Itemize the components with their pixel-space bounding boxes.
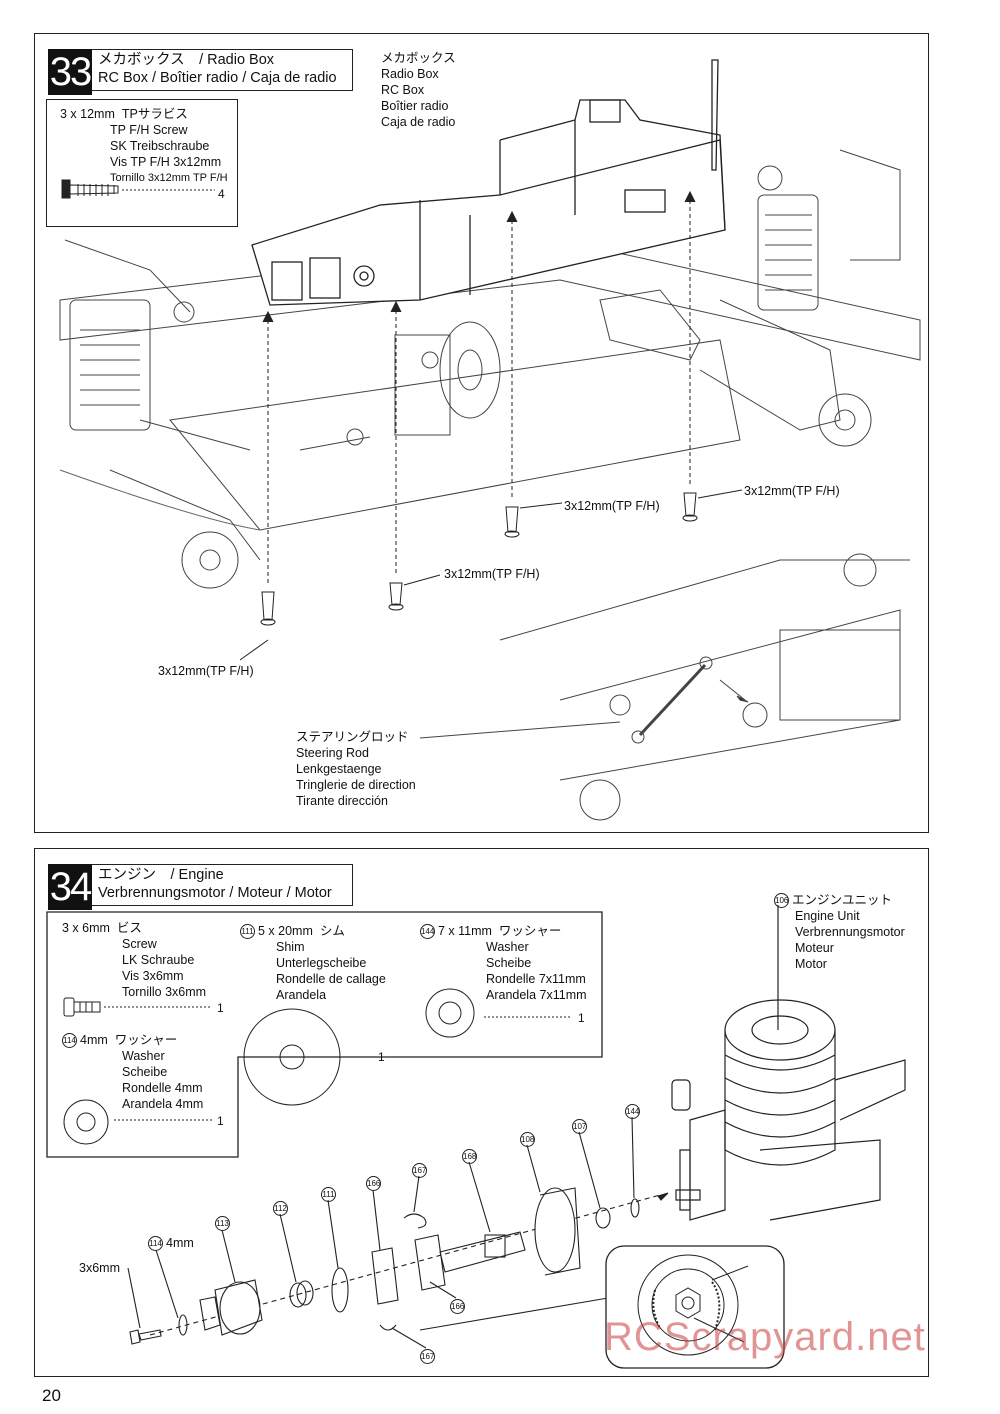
part-name-en: Screw	[122, 937, 157, 951]
part-name-fr: Rondelle 7x11mm	[486, 972, 586, 987]
part-name-en: Washer	[122, 1049, 165, 1064]
step-34-title: エンジン / Engine Verbrennungsmotor / Moteur…	[92, 864, 353, 906]
front-suspension-left	[64, 239, 371, 589]
part-name-fr: Vis 3x6mm	[122, 969, 184, 983]
mounting-screws	[239, 190, 743, 661]
part-name-fr: Rondelle de callage	[276, 972, 386, 987]
part-number-badge: 167	[420, 1349, 435, 1365]
part-size: 4mm	[80, 1033, 108, 1047]
tp-screw-icon	[61, 179, 215, 199]
steering-rod-label-fr: Tringlerie de direction	[296, 778, 416, 792]
steering-rod-label: ステアリングロッド Steering Rod Lenkgestaenge Tri…	[296, 729, 416, 809]
part-name-en: Washer	[486, 940, 529, 955]
step-33-number: 33	[48, 49, 92, 95]
step-33-title-line1: メカボックス / Radio Box	[98, 52, 275, 68]
part-name-ja: ビス	[116, 921, 142, 935]
part-name-fr: Vis TP F/H 3x12mm	[110, 155, 222, 169]
part-name-de: Scheibe	[486, 956, 532, 971]
part-name-es: Tornillo 3x12mm TP F/H	[110, 172, 228, 184]
part-number-badge: 114	[148, 1236, 163, 1252]
radio-box-label-fr: Boîtier radio	[381, 99, 449, 113]
part-screw-3x6-label: 3 x 6mm ビス Screw LK Schraube Vis 3x6mm T…	[62, 920, 206, 1000]
callout-4mm: 4mm	[166, 1236, 194, 1250]
engine-unit-name-ja: エンジンユニット	[792, 893, 893, 907]
part-screw-qty: 1	[217, 1001, 224, 1015]
steering-rod-label-ja: ステアリングロッド	[296, 730, 409, 744]
callout-167-top: 167	[412, 1162, 430, 1179]
step-34-title-line2: Verbrennungsmotor / Moteur / Motor	[98, 885, 332, 901]
page-number: 20	[42, 1386, 61, 1405]
steering-inset	[419, 540, 910, 821]
steering-rod-label-es: Tirante dirección	[296, 794, 388, 808]
step-34-parts-box	[46, 911, 603, 1158]
part-icons-34	[63, 988, 572, 1145]
step-33-title-line2: RC Box / Boîtier radio / Caja de radio	[98, 70, 337, 86]
engine-drawing	[671, 905, 906, 1221]
part-name-ja: シム	[319, 924, 345, 938]
step-33-parts-box	[46, 99, 238, 227]
part-name-es: Tornillo 3x6mm	[122, 985, 207, 999]
flywheel-inset	[605, 1245, 785, 1369]
part-washer-4mm-qty: 1	[217, 1114, 224, 1128]
screw-label-4: 3x12mm(TP F/H)	[158, 664, 254, 678]
part-number-badge: 106	[774, 893, 789, 909]
step-34-title-line1: エンジン / Engine	[98, 867, 224, 883]
step-33-part-qty: 4	[218, 187, 225, 201]
engine-unit-name-fr: Moteur	[795, 941, 834, 956]
part-number-badge: 166	[450, 1299, 465, 1315]
part-name-ja: TPサラビス	[121, 107, 188, 121]
step-33-title: メカボックス / Radio Box RC Box / Boîtier radi…	[92, 49, 353, 91]
radio-box-label-de: RC Box	[381, 83, 425, 97]
center-gear	[394, 321, 501, 436]
radio-box-label-es: Caja de radio	[381, 115, 456, 129]
radio-box-label: メカボックス Radio Box RC Box Boîtier radio Ca…	[381, 50, 456, 130]
part-name-ja: ワッシャー	[498, 924, 562, 938]
exploded-drivetrain	[127, 1116, 669, 1349]
callout-166-bottom: 166	[450, 1298, 468, 1315]
part-size: 3 x 6mm	[62, 921, 110, 935]
steering-rod-label-en: Steering Rod	[296, 746, 369, 760]
part-name-de: Scheibe	[122, 1065, 168, 1080]
part-name-de: Unterlegscheibe	[276, 956, 367, 971]
part-name-de: LK Schraube	[122, 953, 195, 967]
part-number-badge: 144	[420, 924, 435, 940]
part-name-fr: Rondelle 4mm	[122, 1081, 203, 1096]
part-number-badge: 114	[62, 1033, 77, 1049]
step-34-number: 34	[48, 864, 92, 910]
screw-label-3: 3x12mm(TP F/H)	[444, 567, 540, 581]
part-number-badge: 167	[412, 1163, 427, 1179]
part-name-en: Shim	[276, 940, 305, 955]
watermark: RCScrapyard.net	[604, 1315, 926, 1359]
engine-unit-name-es: Motor	[795, 957, 827, 972]
radio-box-drawing	[251, 59, 726, 306]
part-name-es: Arandela	[276, 988, 327, 1003]
part-number-badge: 111	[240, 924, 255, 940]
radio-box-label-ja: メカボックス	[381, 51, 456, 65]
screw-label-1: 3x12mm(TP F/H)	[564, 499, 660, 513]
part-size: 3 x 12mm	[60, 107, 115, 121]
part-washer-7x11-qty: 1	[578, 1011, 585, 1025]
part-size: 7 x 11mm	[438, 924, 492, 938]
part-name-es: Arandela 7x11mm	[486, 988, 587, 1003]
part-name-de: SK Treibschraube	[110, 139, 210, 153]
callout-167-bottom: 167	[420, 1348, 438, 1365]
engine-unit-name-de: Verbrennungsmotor	[795, 925, 905, 940]
step-33-part-label: 3 x 12mm TPサラビス TP F/H Screw SK Treibsch…	[60, 106, 228, 186]
steering-rod-label-de: Lenkgestaenge	[296, 762, 382, 776]
part-name-en: TP F/H Screw	[110, 123, 188, 137]
callout-3x6mm: 3x6mm	[79, 1261, 120, 1275]
engine-unit-name-en: Engine Unit	[795, 909, 860, 924]
part-name-ja: ワッシャー	[114, 1033, 178, 1047]
rear-suspension-right	[599, 149, 901, 447]
part-size: 5 x 20mm	[258, 924, 313, 938]
screw-label-2: 3x12mm(TP F/H)	[744, 484, 840, 498]
radio-box-label-en: Radio Box	[381, 67, 439, 81]
part-name-es: Arandela 4mm	[122, 1097, 204, 1112]
